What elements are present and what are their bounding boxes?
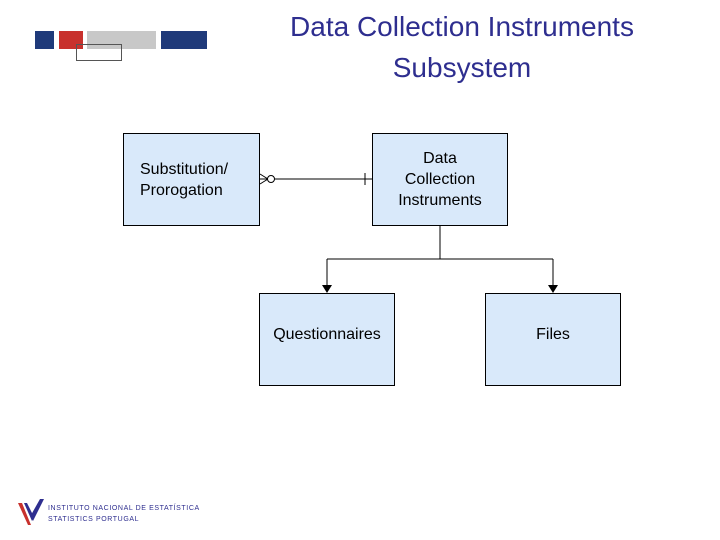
header-bar-blue-left [35, 31, 54, 49]
dci-label-line-3: Instruments [398, 192, 482, 209]
ine-logo-icon [18, 499, 44, 525]
header-outline-box [76, 44, 122, 61]
substitution-label-line-1: Substitution/ [140, 160, 229, 178]
entity-questionnaires[interactable]: Questionnaires [259, 293, 395, 386]
crowsfoot-upper [259, 173, 269, 180]
logo-text-line-2: STATISTICS PORTUGAL [48, 516, 140, 523]
arrowhead-files [548, 285, 558, 293]
optional-circle [267, 175, 275, 183]
entity-data-collection-instruments[interactable]: Data Collection Instruments [372, 133, 508, 226]
dci-label-line-2: Collection [404, 171, 476, 188]
entity-substitution-prorogation[interactable]: Substitution/ Prorogation [123, 133, 260, 226]
page-title-line-2: Subsystem [392, 52, 532, 83]
header-bar-blue-right [161, 31, 207, 49]
logo-text-line-1: INSTITUTO NACIONAL DE ESTATÍSTICA [48, 505, 200, 512]
page-title: Data Collection Instruments Subsystem [262, 6, 662, 88]
dci-label-line-1: Data [423, 150, 457, 167]
crowsfoot-lower [259, 178, 269, 185]
arrowhead-questionnaires [322, 285, 332, 293]
files-label: Files [536, 326, 570, 343]
page-title-line-1: Data Collection Instruments [290, 11, 634, 42]
entity-files[interactable]: Files [485, 293, 621, 386]
substitution-label-line-2: Prorogation [140, 181, 223, 199]
questionnaires-label: Questionnaires [273, 326, 381, 343]
